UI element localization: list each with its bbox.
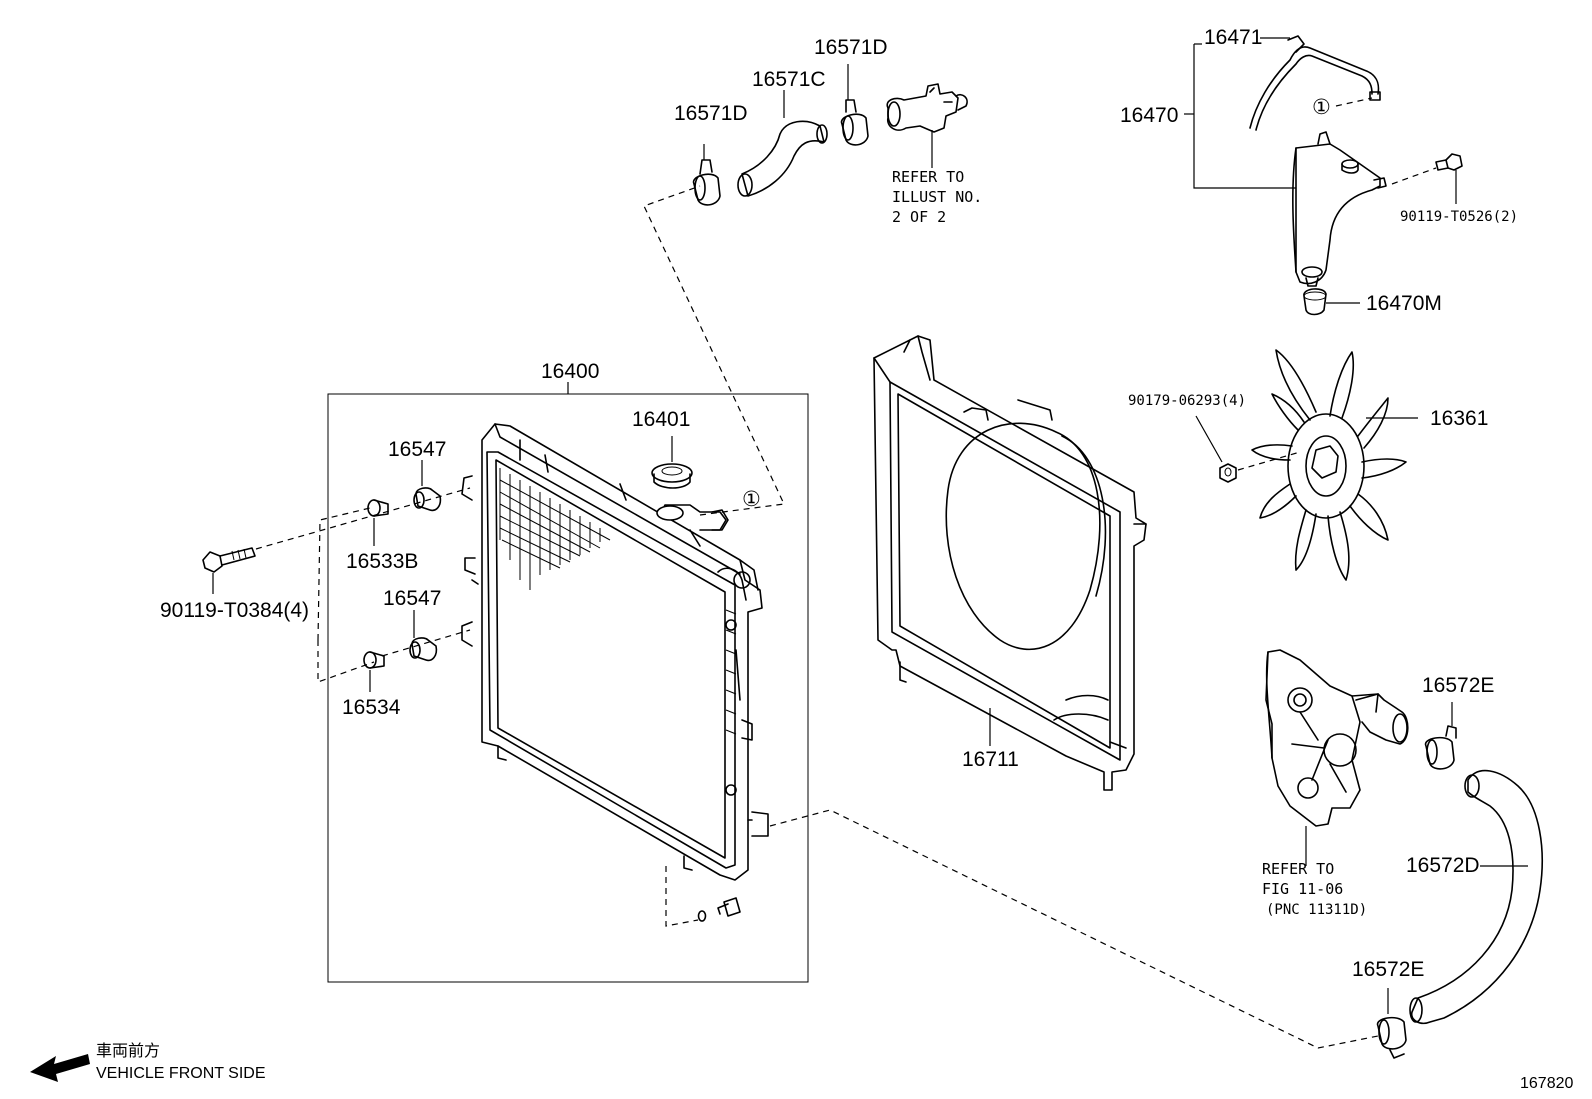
ref-water-pump-line1: REFER TO [1262, 860, 1334, 878]
ref-thermostat-line3: 2 OF 2 [892, 208, 946, 226]
reservoir-hose-16471 [1249, 35, 1381, 131]
label-16471: 16471 [1204, 26, 1262, 49]
hose-clamp-16572E-b [1376, 1016, 1407, 1059]
cooling-fan-16361 [1251, 349, 1407, 581]
upper-hose-16571C [737, 120, 828, 197]
thermostat-housing [886, 83, 968, 133]
ref-water-pump-line3: (PNC 11311D) [1266, 902, 1367, 918]
svg-text:①: ① [742, 488, 761, 511]
hose-clamp-16571D-b [840, 99, 869, 146]
label-16470M: 16470M [1366, 292, 1442, 315]
grommet-16547-b [409, 637, 438, 662]
label-16547-b: 16547 [383, 587, 441, 610]
ref-water-pump-line2: FIG 11-06 [1262, 880, 1343, 898]
water-pump [1265, 649, 1409, 827]
ref-thermostat-line2: ILLUST NO. [892, 188, 982, 206]
label-90179-06293: 90179-06293(4) [1128, 393, 1246, 409]
bolt-90119-T0526 [1435, 153, 1463, 171]
vehicle-front-arrow-icon [30, 1054, 90, 1082]
front-label-en: VEHICLE FRONT SIDE [96, 1065, 266, 1082]
label-16572D: 16572D [1406, 854, 1480, 877]
nut-90179-06293 [1219, 463, 1237, 483]
bolt-90119-T0384 [202, 547, 256, 573]
radiator-cap [651, 463, 693, 489]
fan-shroud-16711 [873, 335, 1147, 791]
grommet-16547-a [413, 487, 442, 512]
label-16534: 16534 [342, 696, 401, 719]
hose-clamp-16571D-a [692, 159, 721, 206]
lower-hose-16572D [1409, 769, 1543, 1025]
bolt-16534 [363, 651, 385, 669]
label-16533B: 16533B [346, 550, 418, 573]
label-16401: 16401 [632, 408, 690, 431]
label-16400: 16400 [541, 360, 599, 383]
label-16711: 16711 [962, 748, 1019, 771]
radiator-drawing [461, 423, 769, 881]
label-90119-T0526: 90119-T0526(2) [1400, 209, 1518, 225]
label-16572E-b: 16572E [1352, 958, 1424, 981]
ref-thermostat-line1: REFER TO [892, 168, 964, 186]
label-16572E-a: 16572E [1422, 674, 1494, 697]
label-16470: 16470 [1120, 104, 1178, 127]
label-16571D-b: 16571D [814, 36, 888, 59]
front-label-jp: 車両前方 [96, 1042, 160, 1060]
label-90119-T0384: 90119-T0384(4) [160, 599, 309, 622]
svg-text:①: ① [1312, 96, 1331, 119]
hose-clamp-16572E-a [1424, 725, 1457, 770]
label-16571C: 16571C [752, 68, 826, 91]
bolt-16533B [367, 499, 389, 517]
radiator-assembly-box [327, 393, 809, 983]
drain-cock [697, 897, 741, 922]
diagram-id: 167820 [1520, 1075, 1573, 1092]
reservoir-tank-16470 [1292, 131, 1387, 287]
cap-16470M [1303, 288, 1327, 316]
label-16571D-a: 16571D [674, 102, 748, 125]
label-16547-a: 16547 [388, 438, 446, 461]
label-16361: 16361 [1430, 407, 1488, 430]
